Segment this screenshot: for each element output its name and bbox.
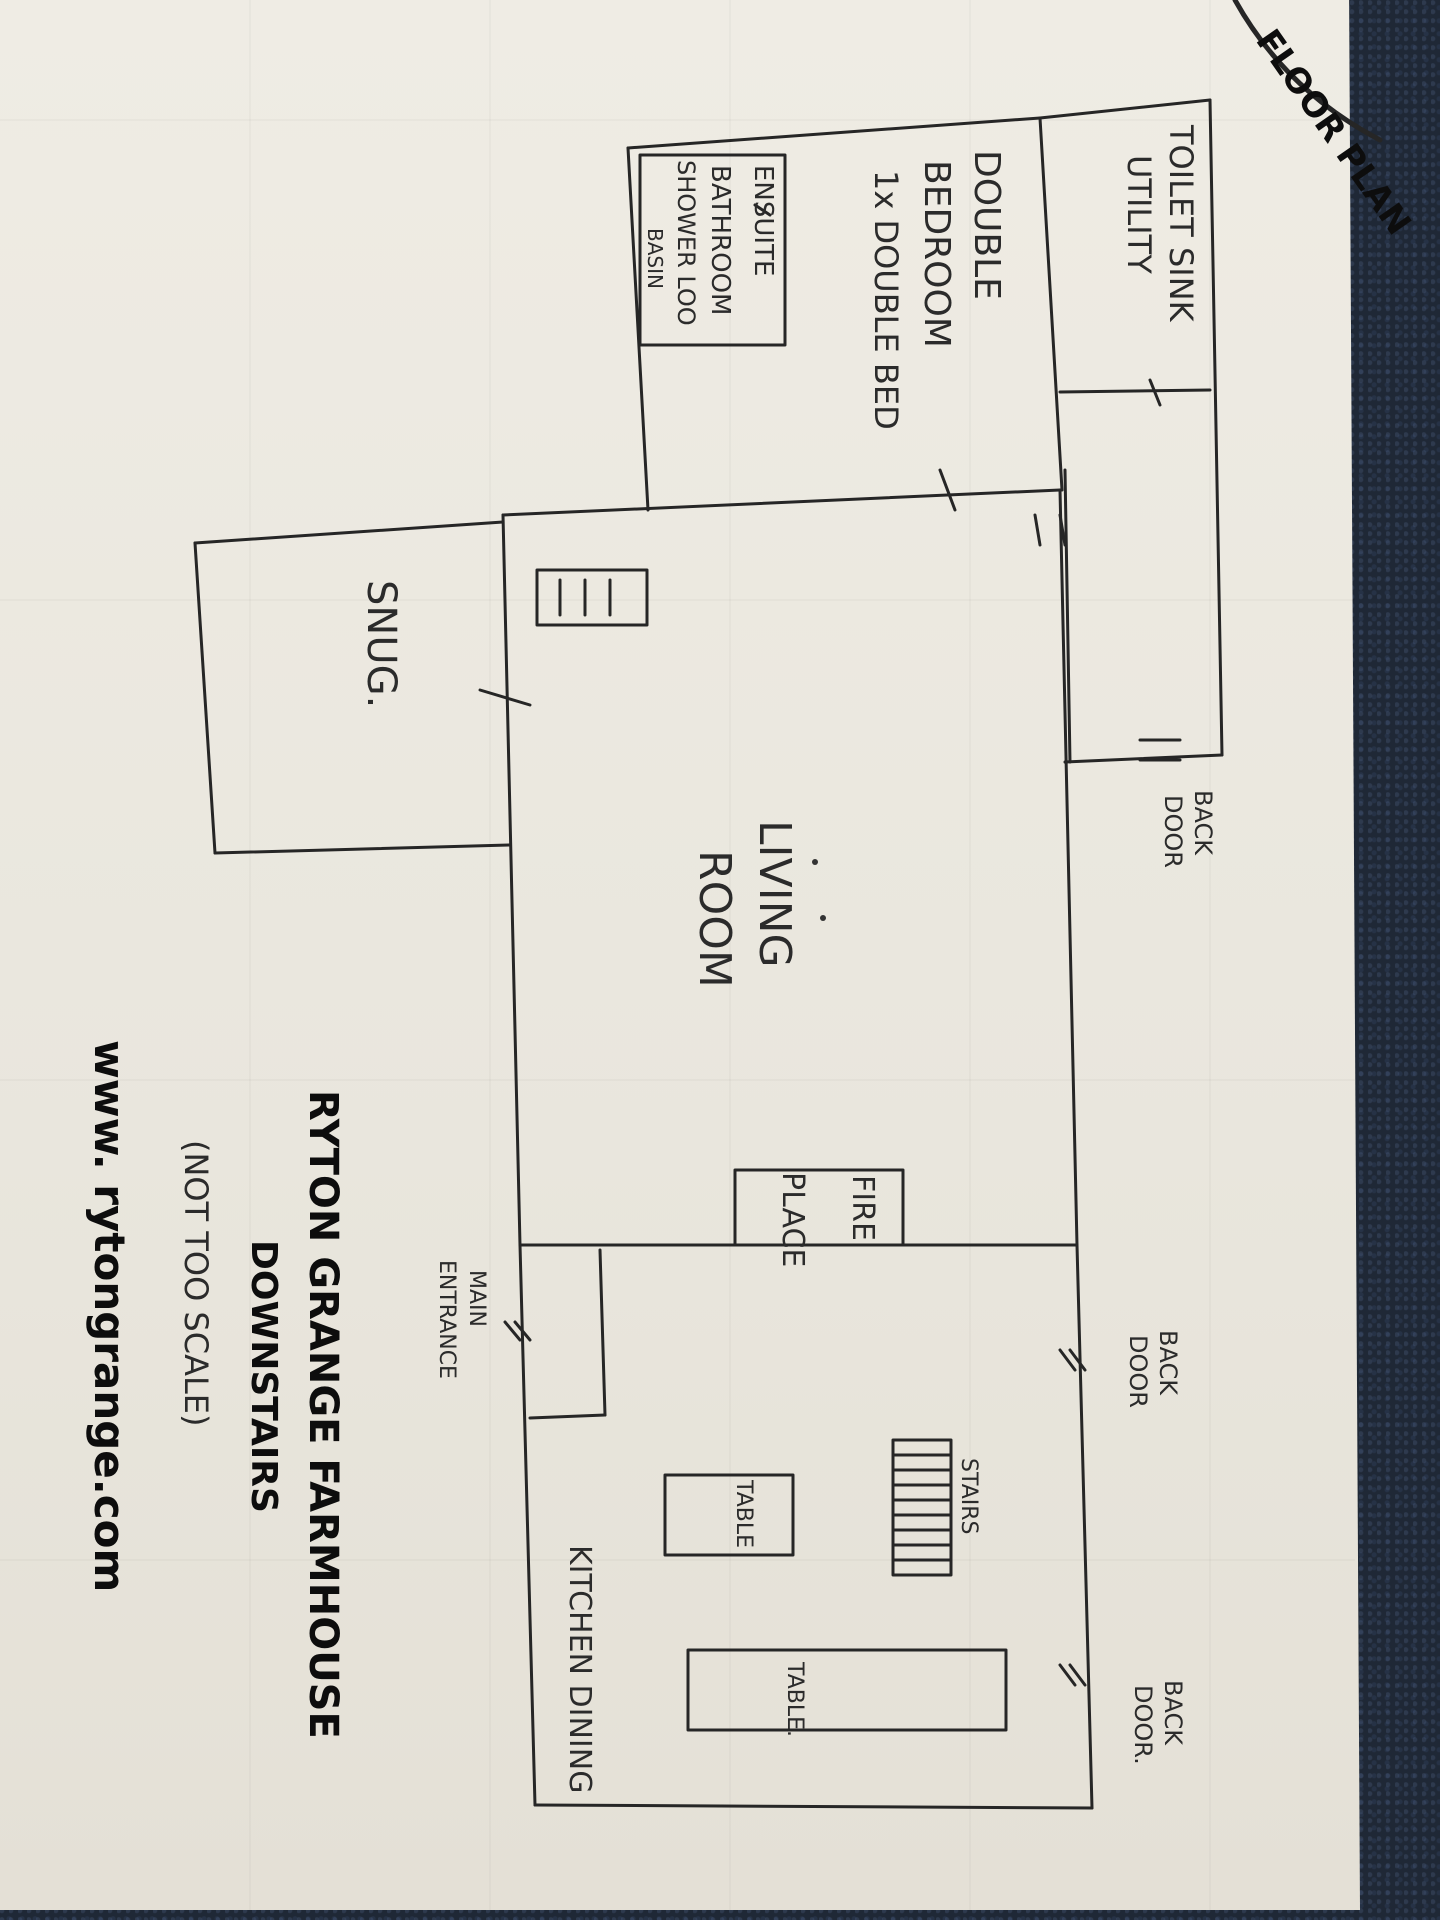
back-door-3-line1: BACK <box>1159 1680 1187 1746</box>
back-door-3-line2: DOOR. <box>1129 1685 1157 1765</box>
stairs-label: STAIRS <box>956 1458 981 1534</box>
corner-tag: FLOOR PLAN <box>1232 0 1419 242</box>
back-door-2-line1: BACK <box>1154 1330 1182 1396</box>
table-small-label: TABLE <box>731 1479 756 1548</box>
main-entrance-line1: MAIN <box>464 1270 489 1327</box>
fireplace-line2: PLACE <box>775 1172 810 1267</box>
double-bedroom-bed: 1x DOUBLE BED <box>867 170 905 430</box>
main-entrance-label: MAIN ENTRANCE <box>434 1260 489 1379</box>
paper-sheet <box>0 0 1360 1910</box>
double-bedroom: DOUBLE BEDROOM 1x DOUBLE BED <box>626 116 1064 512</box>
basin-label: BASIN <box>643 228 667 289</box>
paper-grid <box>0 0 1355 1910</box>
plan-title: RYTON GRANGE FARMHOUSE <box>300 1090 346 1739</box>
snug-room: SNUG. <box>193 520 512 855</box>
double-bedroom-title: DOUBLE <box>966 150 1007 300</box>
table-small: TABLE <box>663 1473 795 1557</box>
bathroom-label: BATHROOM <box>705 165 735 315</box>
plan-website: www. rytongrange.com <box>85 1040 134 1592</box>
living-room-line2: ROOM <box>689 850 740 988</box>
fireplace: FIRE PLACE <box>733 1168 905 1267</box>
utility-room: TOILET SINK UTILITY <box>1038 98 1224 764</box>
shower-label: SHOWER LOO <box>672 160 700 326</box>
living-room: LIVING ROOM <box>478 488 1182 1247</box>
kitchen-dining: KITCHEN DINING <box>503 1243 1094 1810</box>
back-door-1-line1: BACK <box>1189 790 1217 856</box>
fireplace-line1: FIRE <box>845 1175 880 1241</box>
ensuite-room: ENSUITE BATHROOM SHOWER LOO BASIN <box>638 153 787 347</box>
back-door-label-2: BACK DOOR <box>1124 1330 1182 1408</box>
plan-footer: RYTON GRANGE FARMHOUSE DOWNSTAIRS (NOT T… <box>85 1040 346 1739</box>
double-bedroom-sub: BEDROOM <box>916 160 957 348</box>
back-door-1-line2: DOOR <box>1159 795 1187 868</box>
living-room-line1: LIVING <box>749 820 800 968</box>
utility-label: UTILITY <box>1120 155 1158 274</box>
toilet-label: TOILET SINK <box>1162 124 1200 323</box>
corner-tag-label: FLOOR PLAN <box>1248 22 1419 242</box>
kitchen-label: KITCHEN DINING <box>562 1545 597 1793</box>
back-door-label-3: BACK DOOR. <box>1129 1680 1187 1765</box>
table-large: TABLE. <box>686 1648 1008 1737</box>
plan-subtitle: DOWNSTAIRS <box>243 1240 284 1513</box>
back-door-2-line2: DOOR <box>1124 1335 1152 1408</box>
table-large-label: TABLE. <box>782 1661 807 1737</box>
main-entrance-line2: ENTRANCE <box>434 1260 459 1379</box>
back-door-label-1: BACK DOOR <box>1159 790 1217 868</box>
plan-note: (NOT TOO SCALE) <box>177 1140 215 1427</box>
ensuite-label: ENSUITE <box>748 165 778 276</box>
snug-label: SNUG. <box>358 580 404 708</box>
stairs: STAIRS <box>891 1438 981 1577</box>
